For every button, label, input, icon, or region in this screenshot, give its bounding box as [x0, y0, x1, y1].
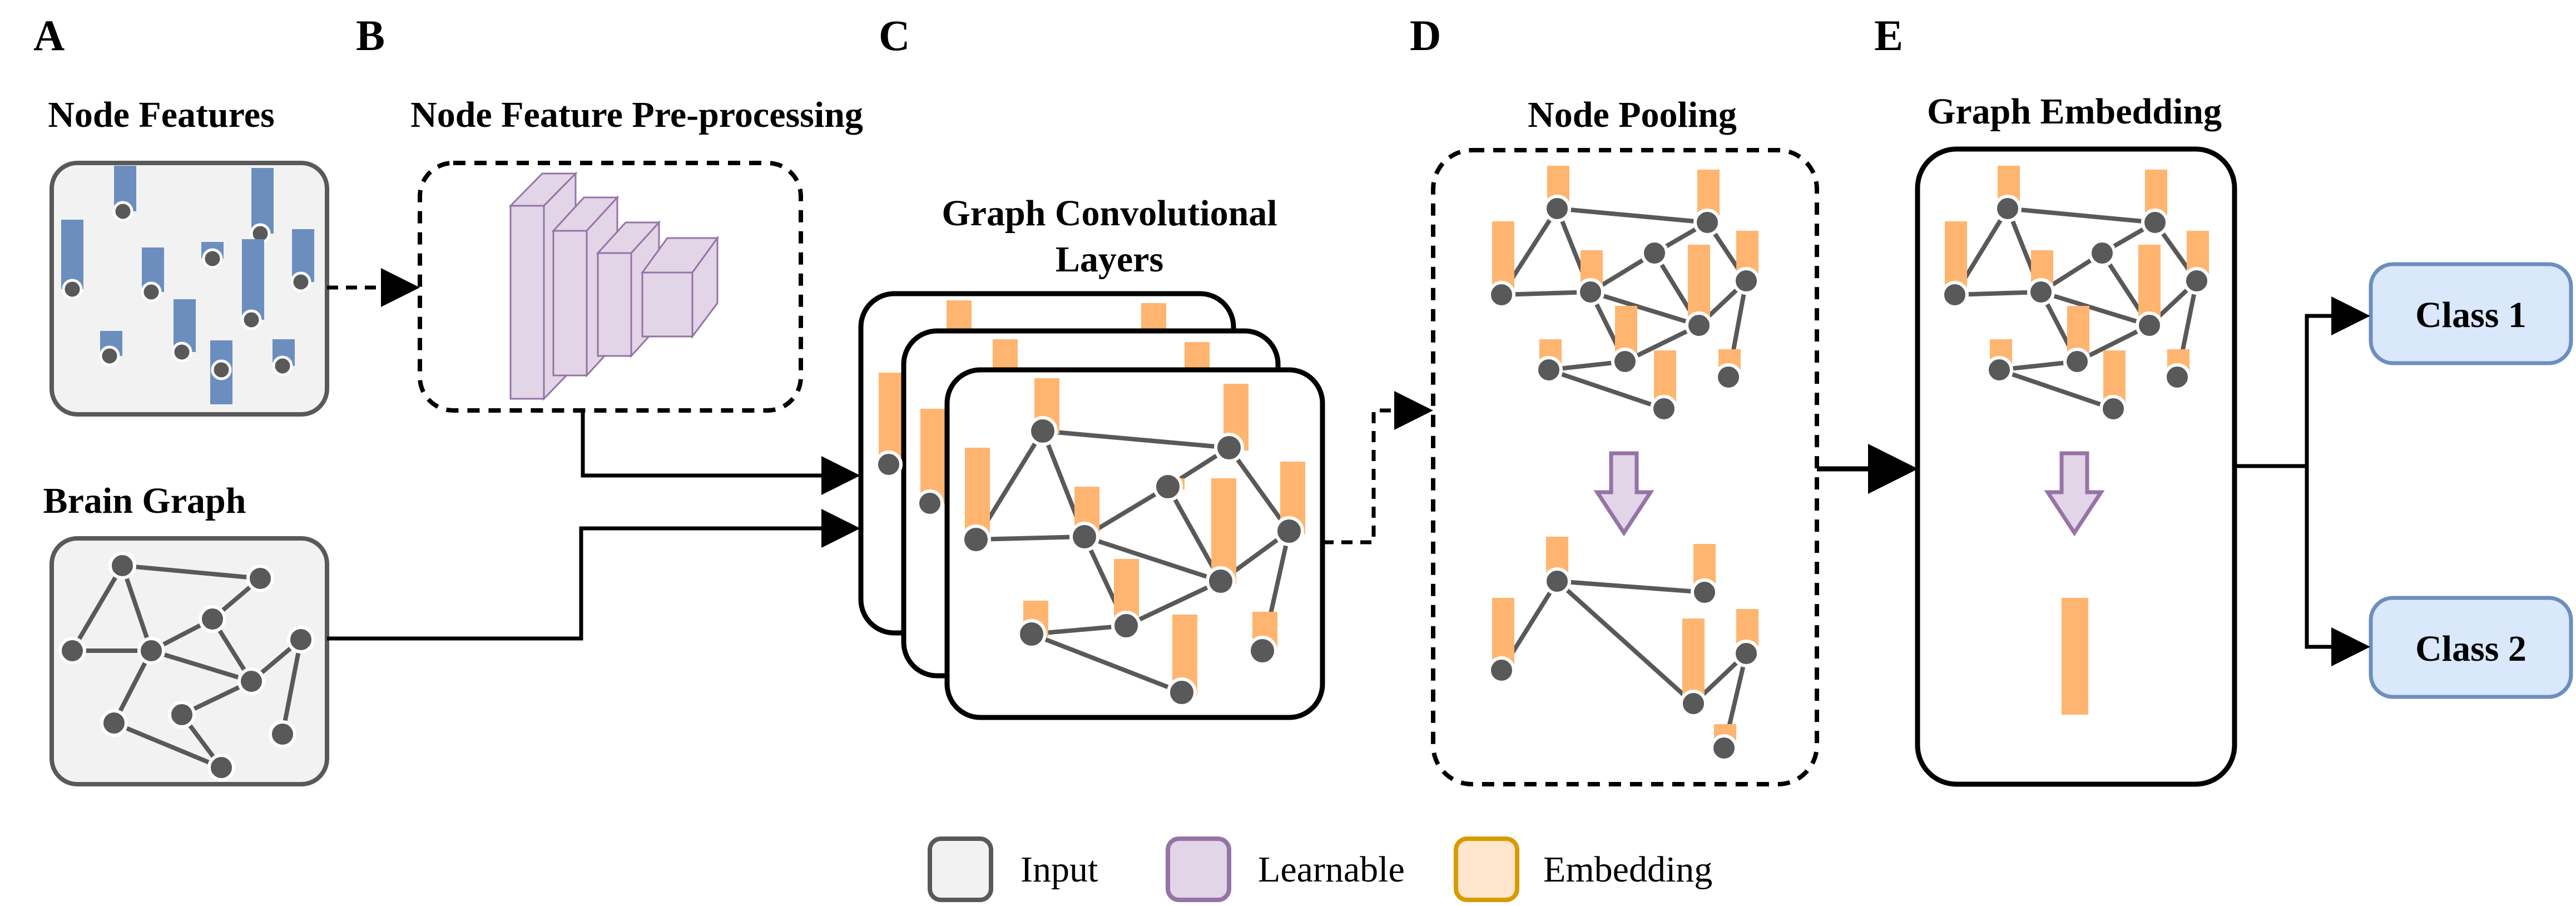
arrow-gcn-to-pooling: [1322, 391, 1433, 544]
feature-node: [171, 341, 192, 363]
panel-letter-d: D: [1410, 11, 1441, 60]
class-2-box: [2369, 596, 2573, 699]
node-features-title: Node Features: [48, 95, 275, 135]
brain-graph-nodes: [58, 552, 315, 781]
brain-graph-title: Brain Graph: [43, 481, 246, 521]
graph-embedding-title: Graph Embedding: [1927, 91, 2222, 132]
arrow-preprocessing-to-gcn: [581, 410, 860, 495]
pooling-graph-after: [1488, 537, 1760, 762]
feature-node: [241, 309, 262, 330]
panel-letter-b: B: [356, 11, 385, 60]
legend-learnable-swatch: [1166, 836, 1231, 902]
gcn-layer-stack: [858, 291, 1325, 720]
preprocessing-box: [418, 161, 803, 413]
preprocessing-network-icon: [508, 171, 719, 401]
class-1-label: Class 1: [2415, 295, 2527, 335]
arrow-graph-to-gcn: [327, 509, 860, 641]
preprocessing-title: Node Feature Pre-processing: [410, 95, 863, 135]
node-pooling-title: Node Pooling: [1528, 95, 1737, 135]
feature-node: [272, 355, 293, 377]
legend-input-label: Input: [1021, 849, 1098, 890]
arrow-to-class-2: [2305, 466, 2370, 666]
legend: Input Learnable Embedding: [928, 836, 1712, 902]
graph-embedding-vector: [2062, 598, 2088, 715]
panel-letter-e: E: [1874, 11, 1903, 60]
gcn-layer-front: [944, 367, 1325, 720]
graph-embedding-graph: [1941, 166, 2211, 423]
feature-node: [112, 201, 133, 222]
class-1-box: [2369, 262, 2573, 365]
connectors: [327, 268, 2370, 666]
legend-input-swatch: [928, 836, 993, 902]
legend-embedding-swatch: [1454, 836, 1519, 902]
gcn-title-line2: Layers: [1056, 239, 1163, 280]
node-feature-bar: [251, 168, 274, 234]
node-features-box: [49, 161, 329, 417]
feature-node: [62, 279, 83, 300]
arrow-to-class-1: [2235, 296, 2370, 468]
feature-node: [99, 345, 120, 367]
feature-node: [141, 281, 162, 303]
panel-letter-c: C: [879, 11, 910, 60]
feature-node: [290, 271, 311, 293]
pooling-graph-before: [1488, 166, 1760, 423]
node-feature-bar: [242, 239, 264, 320]
gcn-title-line1: Graph Convolutional: [942, 193, 1277, 234]
pooling-down-arrow: [1593, 451, 1654, 537]
feature-node: [202, 248, 223, 269]
embedding-down-arrow: [2044, 451, 2105, 537]
legend-learnable-label: Learnable: [1258, 849, 1405, 890]
legend-embedding-label: Embedding: [1543, 849, 1712, 890]
class-2-label: Class 2: [2415, 628, 2527, 669]
feature-node: [211, 359, 232, 380]
node-features-bars: [61, 166, 314, 404]
panel-letter-a: A: [33, 11, 65, 60]
node-feature-bar: [61, 220, 83, 289]
